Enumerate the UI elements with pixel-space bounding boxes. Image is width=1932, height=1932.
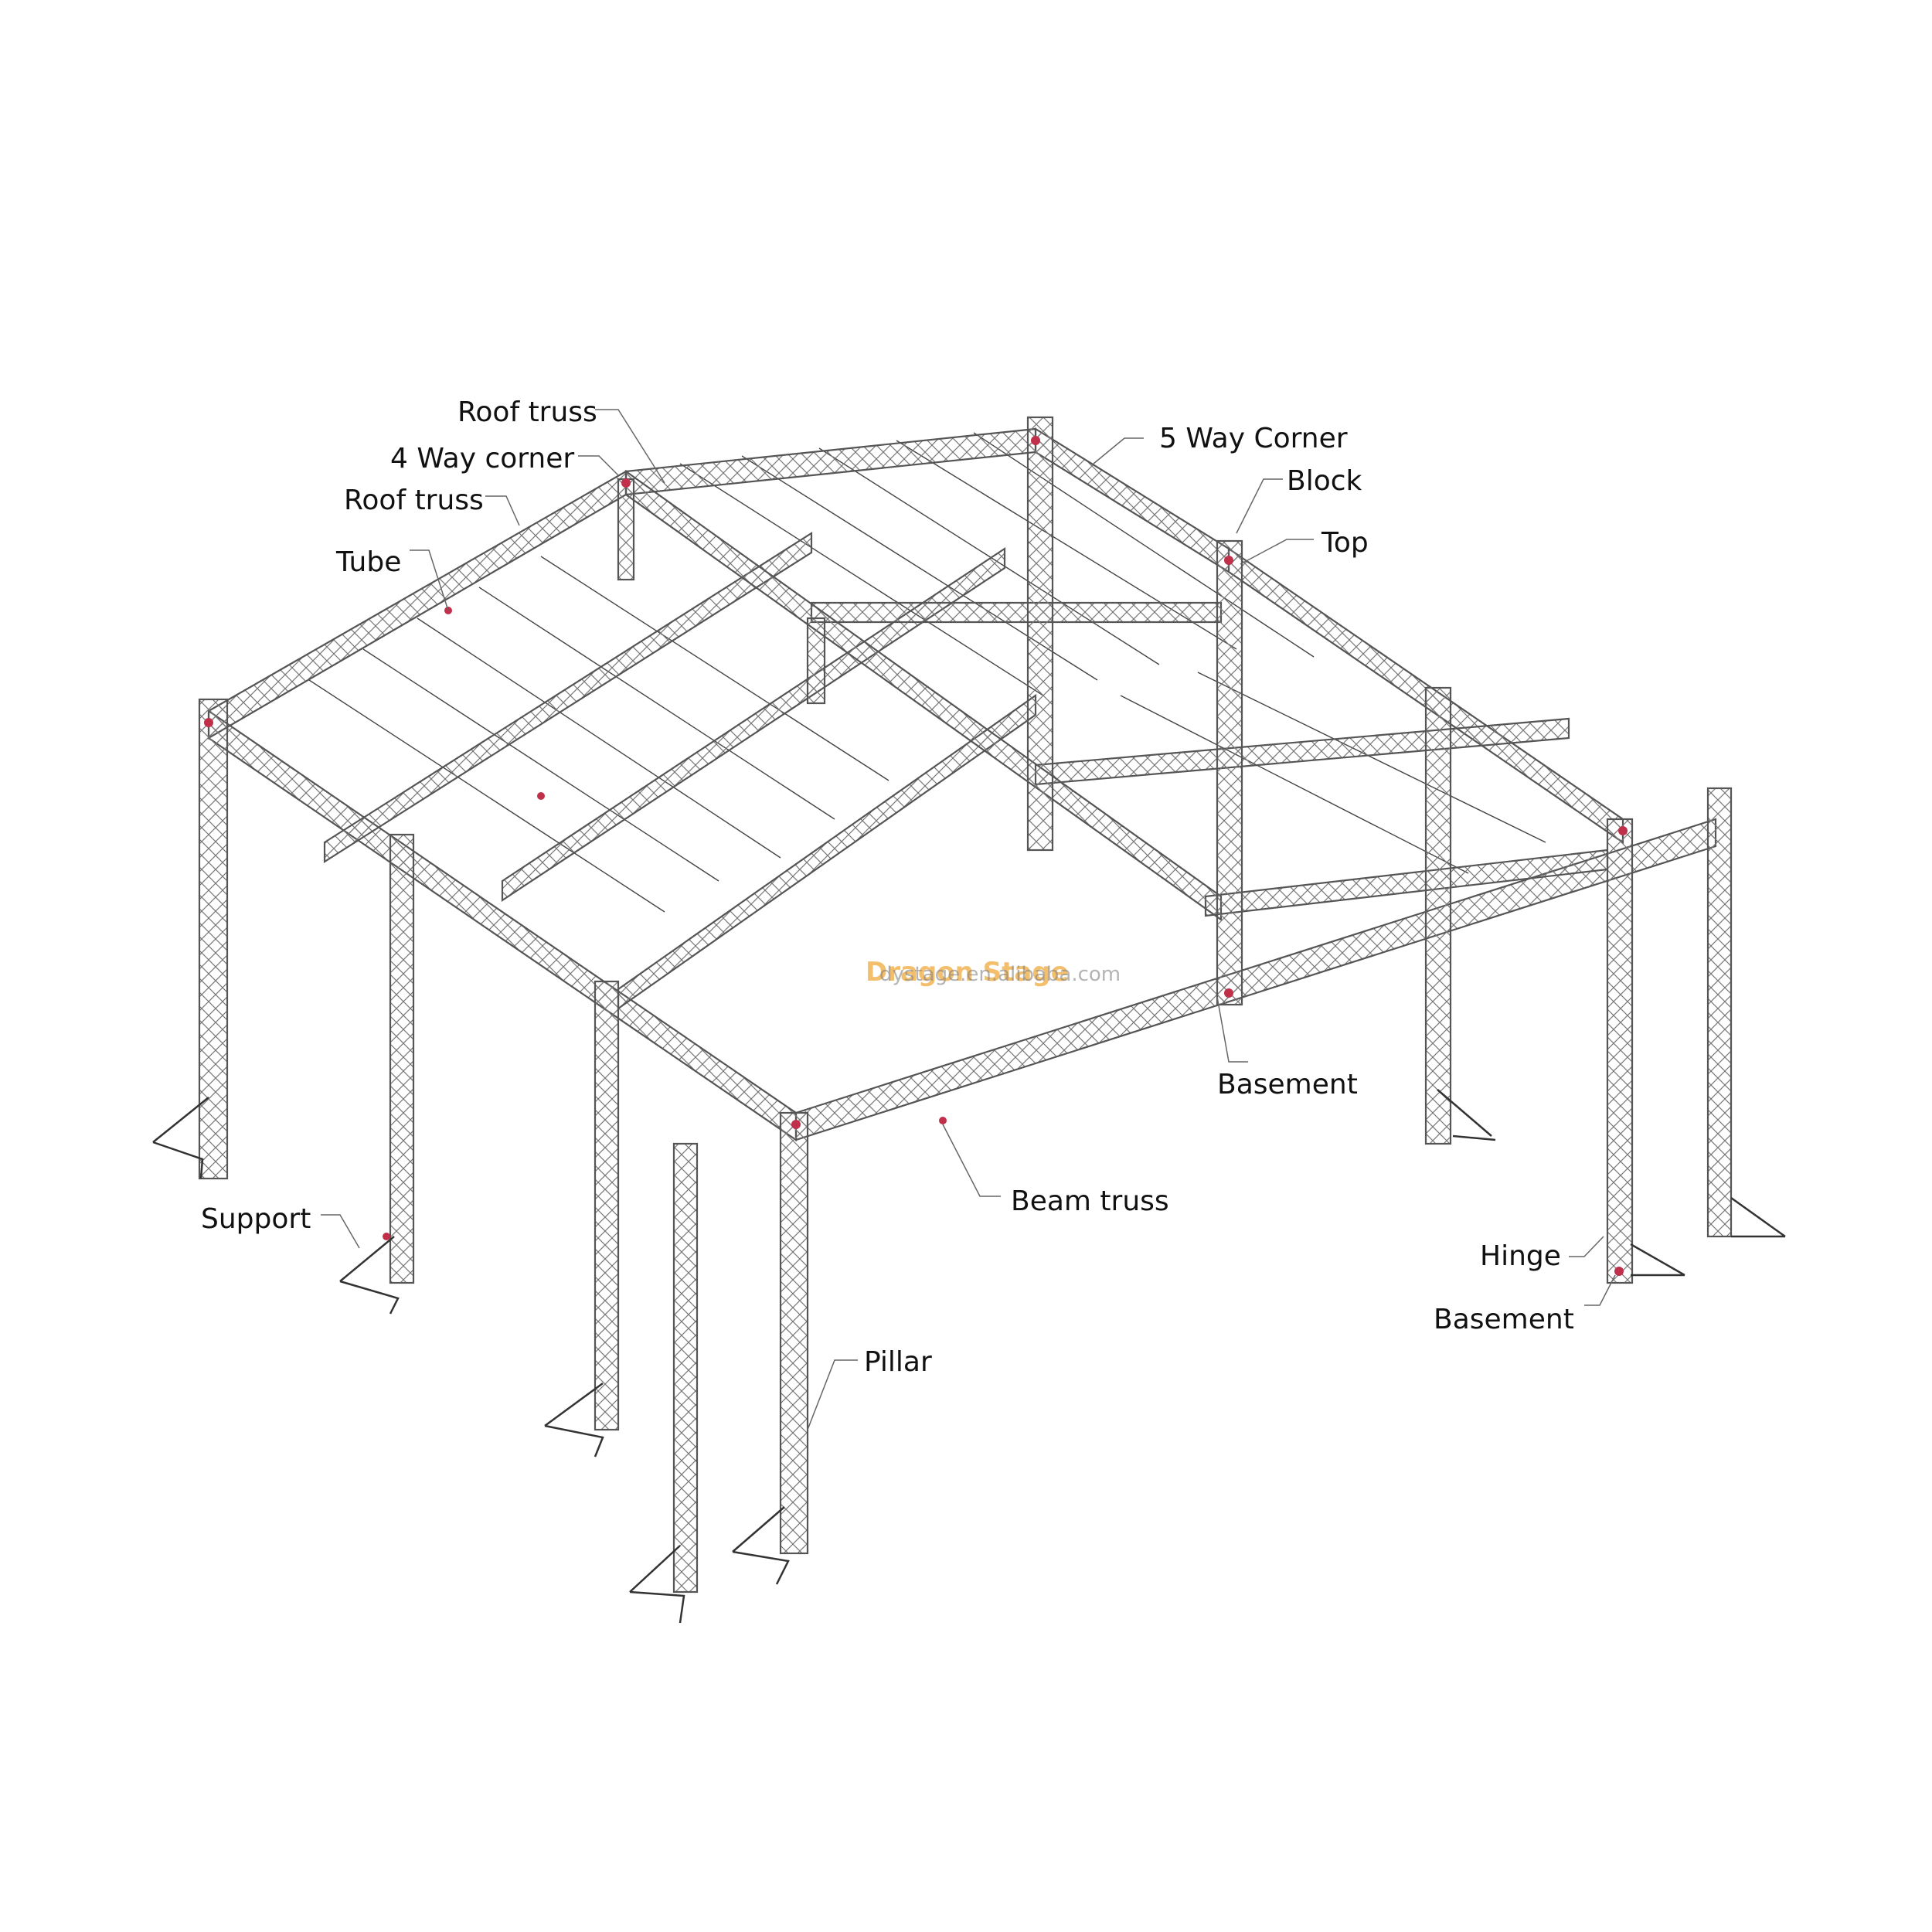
- pillar-rear-short: [617, 478, 635, 581]
- pillar-front-left: [672, 1142, 699, 1594]
- truss-beams: [207, 427, 1717, 1142]
- label-basement-center: Basement: [1217, 1069, 1358, 1100]
- label-support: Support: [201, 1203, 311, 1235]
- label-top: Top: [1321, 527, 1369, 559]
- pillar-far-right: [1706, 787, 1733, 1238]
- cross-beam-1: [810, 601, 1223, 624]
- watermark-brand: Dragon Stage: [866, 957, 1069, 988]
- pillar-rear-mid: [806, 617, 826, 705]
- leader-lines: [321, 409, 1616, 1430]
- pillar-left-2: [389, 833, 415, 1284]
- pillar-left: [198, 698, 229, 1180]
- pillar-center-right: [1216, 539, 1243, 1006]
- label-roof-truss-left: Roof truss: [344, 485, 484, 516]
- label-roof-truss-top: Roof truss: [457, 396, 597, 428]
- label-hinge: Hinge: [1480, 1240, 1561, 1272]
- label-pillar: Pillar: [864, 1346, 932, 1378]
- label-four-way-corner: 4 Way corner: [390, 443, 575, 474]
- pillar-front: [779, 1111, 809, 1555]
- outrigger-supports: [152, 1089, 1786, 1624]
- pillar-right-rear: [1424, 686, 1452, 1145]
- pillar-center-tall: [1026, 416, 1054, 852]
- pillars: [198, 416, 1733, 1594]
- label-tube: Tube: [336, 546, 402, 578]
- label-beam-truss: Beam truss: [1011, 1185, 1169, 1217]
- watermark-url: dystage.en.alibaba.com: [879, 963, 1121, 986]
- label-block: Block: [1287, 465, 1362, 497]
- roof-truss-inner-3: [501, 546, 1006, 903]
- pillar-right-front: [1606, 818, 1634, 1284]
- roof-truss-inner-1: [323, 531, 813, 864]
- label-basement-right: Basement: [1434, 1304, 1574, 1335]
- watermark: Dragon Stage dystage.en.alibaba.com: [866, 957, 1121, 988]
- label-five-way-corner: 5 Way Corner: [1159, 423, 1348, 454]
- pillar-mid: [594, 980, 620, 1431]
